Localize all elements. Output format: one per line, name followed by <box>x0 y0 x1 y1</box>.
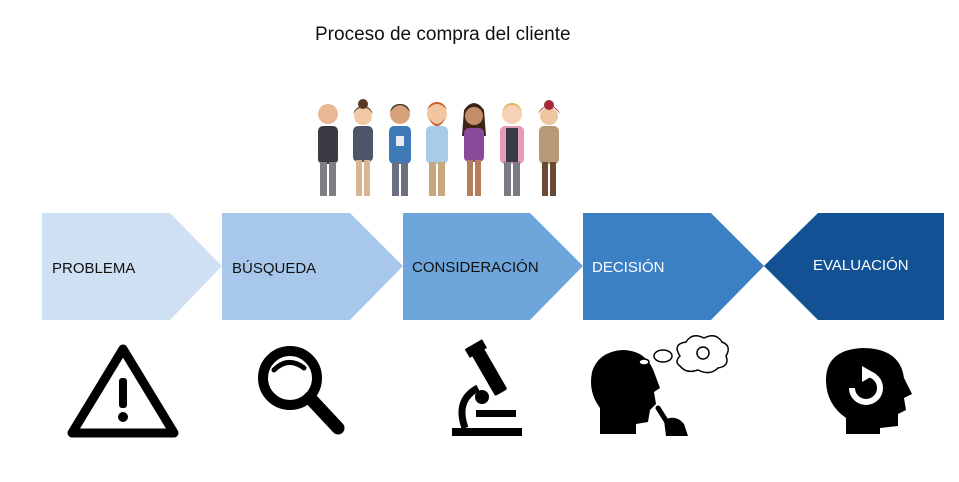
person-figure <box>462 103 486 196</box>
person-figure <box>353 99 373 196</box>
step-busqueda <box>222 213 403 320</box>
step-consideracion <box>403 213 583 320</box>
thinking-head-icon <box>591 335 729 436</box>
person-figure <box>538 100 560 196</box>
diagram-title: Proceso de compra del cliente <box>315 24 571 45</box>
person-figure <box>389 104 411 196</box>
head-refresh-icon <box>826 348 912 434</box>
step-decision <box>583 213 764 320</box>
person-figure <box>426 102 448 196</box>
warning-icon <box>67 344 179 438</box>
step-label: EVALUACIÓN <box>813 257 909 274</box>
person-figure <box>500 103 524 196</box>
step-label: DECISIÓN <box>592 259 665 276</box>
magnifier-icon <box>258 346 345 435</box>
person-figure <box>318 104 338 196</box>
step-label: BÚSQUEDA <box>232 260 316 277</box>
step-label: PROBLEMA <box>52 260 135 277</box>
step-evaluacion <box>764 213 944 320</box>
microscope-icon <box>452 339 522 436</box>
step-problema <box>42 213 222 320</box>
step-label: CONSIDERACIÓN <box>412 259 539 276</box>
customer-group-illustration <box>318 99 560 196</box>
